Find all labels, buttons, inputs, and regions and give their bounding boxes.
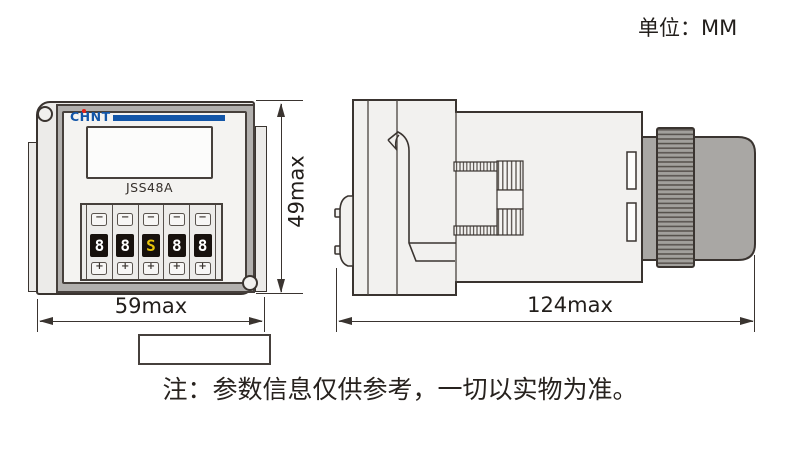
digit-window: 8 bbox=[90, 234, 109, 257]
dim-124-ext-right bbox=[754, 255, 756, 332]
brand-logo: CHNT bbox=[70, 109, 111, 124]
increment-button: + bbox=[117, 262, 134, 275]
front-right-mount-tab bbox=[255, 126, 267, 292]
dim-59-arrow-left-icon bbox=[38, 317, 53, 325]
keypad-column: − S + bbox=[139, 205, 165, 279]
dim-49-line bbox=[281, 104, 283, 292]
keypad-column: − 8 + bbox=[190, 205, 215, 279]
dim-49-arrow-down-icon bbox=[277, 279, 285, 293]
dim-124-label: 124max bbox=[527, 293, 613, 317]
keypad-column: − 8 + bbox=[87, 205, 113, 279]
terminal-comb-bottom bbox=[453, 225, 499, 236]
dim-59-label: 59max bbox=[114, 294, 188, 318]
dim-124-arrow-right-icon bbox=[740, 317, 754, 325]
digit-window: 8 bbox=[167, 234, 186, 257]
footnote: 注：参数信息仅供参考，一切以实物为准。 bbox=[162, 375, 638, 404]
increment-button: + bbox=[194, 262, 211, 275]
dim-49-arrow-up-icon bbox=[277, 103, 285, 117]
rear-slot-bottom bbox=[626, 202, 637, 242]
decrement-button: − bbox=[117, 213, 134, 226]
unit-label: 单位：MM bbox=[638, 16, 738, 40]
side-latch-hook bbox=[387, 131, 455, 262]
keypad: − 8 + − 8 + − S + − 8 + bbox=[80, 203, 271, 365]
keypad-columns: − 8 + − 8 + − S + − 8 + bbox=[86, 205, 216, 279]
dim-59-line bbox=[40, 321, 262, 323]
rear-knurled-ring bbox=[656, 127, 695, 268]
digit-window-unit: S bbox=[141, 234, 160, 257]
terminal-stack-bottom bbox=[496, 208, 524, 236]
side-view-drawing bbox=[334, 99, 756, 296]
increment-button: + bbox=[91, 262, 108, 275]
increment-button: + bbox=[142, 262, 159, 275]
decrement-button: − bbox=[91, 213, 108, 226]
dim-49-ext-top bbox=[256, 100, 303, 102]
rear-slot-top bbox=[626, 151, 637, 190]
dim-59-ext-right bbox=[263, 297, 265, 332]
terminal-stack-gap bbox=[496, 189, 524, 210]
decrement-button: − bbox=[194, 213, 211, 226]
increment-button: + bbox=[168, 262, 185, 275]
terminal-stack-top bbox=[496, 160, 524, 191]
brand-logo-bar bbox=[113, 115, 225, 121]
digit-window: 8 bbox=[193, 234, 212, 257]
keypad-column: − 8 + bbox=[113, 205, 139, 279]
terminal-comb-top bbox=[453, 161, 499, 172]
side-front-face-bulge bbox=[339, 195, 354, 267]
brand-logo-dot-icon bbox=[82, 109, 86, 113]
dim-59-arrow-right-icon bbox=[249, 317, 263, 325]
digit-window: 8 bbox=[116, 234, 135, 257]
front-view: CHNT JSS48A − 8 + − 8 + − S + bbox=[28, 100, 274, 365]
dim-124-arrow-left-icon bbox=[337, 317, 352, 325]
mount-hole-top-left bbox=[37, 106, 53, 122]
side-latch-hook-detail bbox=[387, 134, 456, 244]
keypad-column: − 8 + bbox=[164, 205, 191, 279]
model-label: JSS48A bbox=[125, 180, 173, 195]
decrement-button: − bbox=[168, 213, 185, 226]
dim-59-ext-left bbox=[37, 299, 39, 332]
dim-49-ext-bottom bbox=[256, 293, 303, 295]
digit-band-frame bbox=[138, 334, 271, 365]
lcd-display-window bbox=[86, 126, 213, 179]
dim-49-label: 49max bbox=[284, 155, 309, 228]
dim-124-ext-left bbox=[336, 268, 338, 332]
decrement-button: − bbox=[142, 213, 159, 226]
dim-124-line bbox=[339, 321, 753, 323]
mount-hole-bottom-right bbox=[242, 275, 258, 291]
